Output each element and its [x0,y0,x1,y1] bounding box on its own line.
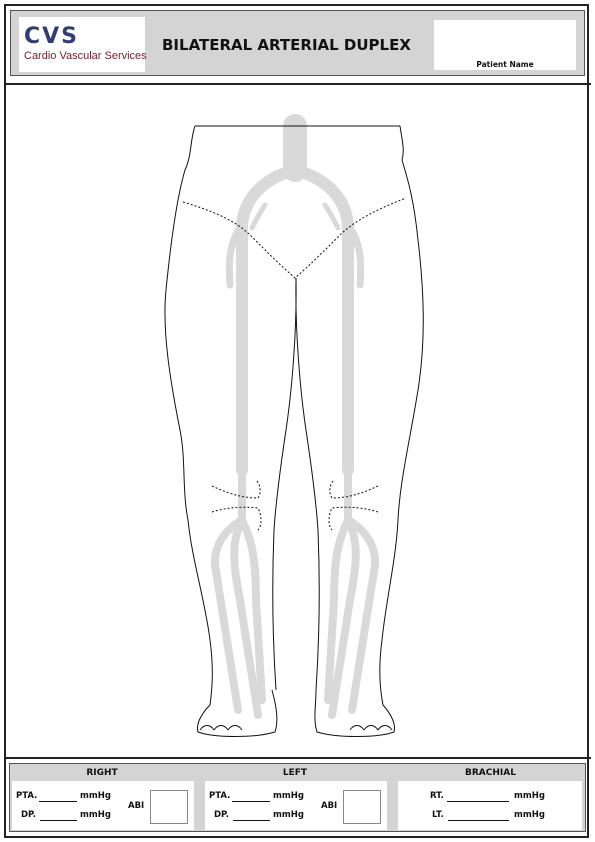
brachial-lt-label: LT. [432,810,444,820]
brachial-panel [398,781,582,830]
left-abi-label: ABI [321,801,337,811]
right-dp-unit: mmHg [80,810,111,820]
right-pta-unit: mmHg [80,791,111,801]
right-dp-input[interactable] [40,820,77,821]
brachial-rt-label: RT. [430,791,444,801]
right-section-title: RIGHT [12,768,192,778]
brachial-lt-input[interactable] [448,820,509,821]
left-dp-unit: mmHg [273,810,304,820]
left-dp-label: DP. [214,810,229,820]
right-abi-label: ABI [128,801,144,811]
left-dp-input[interactable] [233,820,270,821]
left-pta-unit: mmHg [273,791,304,801]
brachial-rt-unit: mmHg [514,791,545,801]
left-pta-input[interactable] [232,801,270,802]
right-pta-label: PTA. [16,791,37,801]
landmark-dotted-lines [183,198,406,530]
right-abi-input[interactable] [150,790,188,824]
artery-tree [215,126,375,715]
left-section-title: LEFT [205,768,385,778]
right-pta-input[interactable] [39,801,77,802]
brachial-section-title: BRACHIAL [398,768,583,778]
left-abi-input[interactable] [343,790,381,824]
brachial-lt-unit: mmHg [514,810,545,820]
right-dp-label: DP. [21,810,36,820]
leg-outline [165,126,423,737]
brachial-rt-input[interactable] [447,801,509,802]
left-pta-label: PTA. [209,791,230,801]
